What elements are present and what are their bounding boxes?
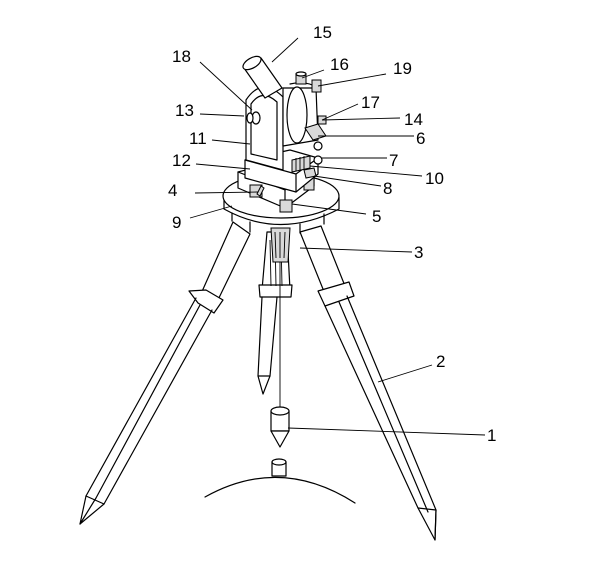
label-9: 9 bbox=[172, 213, 181, 232]
label-6: 6 bbox=[416, 129, 425, 148]
tripod-leg-left bbox=[79, 221, 251, 525]
centering-screw bbox=[270, 227, 291, 263]
label-1: 1 bbox=[487, 426, 496, 445]
label-14: 14 bbox=[404, 110, 423, 129]
ground-marker bbox=[271, 458, 287, 477]
label-16: 16 bbox=[330, 55, 349, 74]
label-19: 19 bbox=[393, 59, 412, 78]
label-12: 12 bbox=[172, 151, 191, 170]
label-5: 5 bbox=[372, 207, 381, 226]
tripod-leg-right bbox=[299, 225, 437, 541]
label-8: 8 bbox=[383, 179, 392, 198]
top-knobs bbox=[295, 71, 327, 125]
label-2: 2 bbox=[436, 352, 445, 371]
plumb-bob bbox=[270, 406, 290, 448]
label-13: 13 bbox=[175, 101, 194, 120]
standard-left bbox=[245, 86, 284, 171]
collimator-tube bbox=[242, 55, 283, 99]
label-18: 18 bbox=[172, 47, 191, 66]
label-11: 11 bbox=[189, 129, 207, 148]
label-10: 10 bbox=[425, 169, 444, 188]
label-17: 17 bbox=[361, 93, 380, 112]
label-15: 15 bbox=[313, 23, 332, 42]
leader-lines bbox=[189, 37, 486, 436]
label-7: 7 bbox=[389, 151, 398, 170]
label-4: 4 bbox=[168, 181, 177, 200]
label-3: 3 bbox=[414, 243, 423, 262]
ground-arc bbox=[204, 476, 356, 504]
